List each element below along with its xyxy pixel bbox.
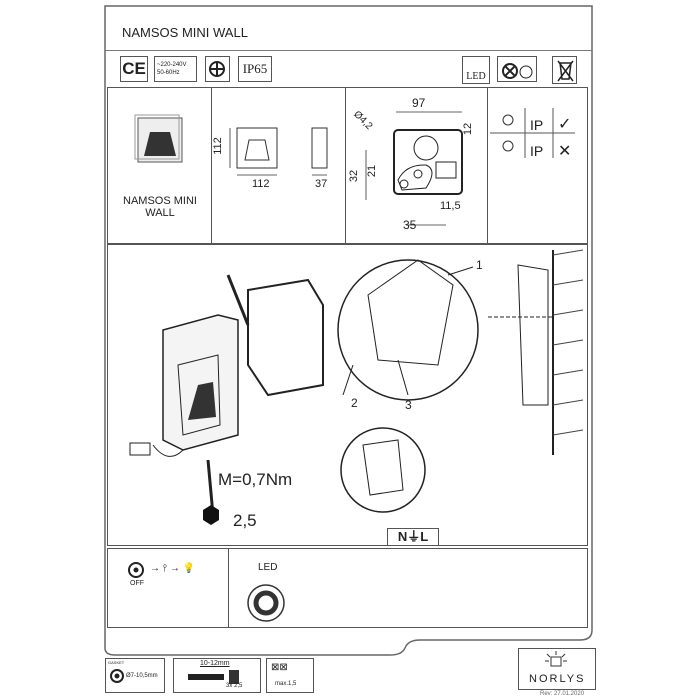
operation-section <box>107 548 588 628</box>
dim-depth: 37 <box>315 178 328 190</box>
mounting-plate-drawing <box>365 111 463 226</box>
switch-sequence-icons: → ⫯ → 💡 <box>150 563 196 574</box>
dim-width: 112 <box>252 178 270 190</box>
product-image <box>134 114 183 163</box>
dim-height: 112 <box>211 137 224 155</box>
terminal-spec: ⊠⊠ max.1,5 <box>266 658 314 693</box>
wire-strip-spec: 10-12mm 3x 2,5 <box>173 658 261 693</box>
revision-date: Rev: 27.01.2020 <box>540 691 585 697</box>
assembly-illustration <box>129 249 584 525</box>
hex-key-size: 2,5 <box>233 511 257 530</box>
terminal-label: N⏚L <box>387 528 439 546</box>
callout-3: 3 <box>405 398 412 412</box>
dim-21: 21 <box>366 164 379 178</box>
switch-off-icon <box>128 562 144 578</box>
ip-not-allowed-mark: ✕ <box>558 143 572 160</box>
ip-rating-badge: IP65 <box>238 56 272 82</box>
ip-allowed-label: IP <box>530 117 544 133</box>
dim-35: 35 <box>403 218 417 232</box>
dim-mount-width: 97 <box>412 96 426 110</box>
callout-1: 1 <box>476 258 483 272</box>
led-icon: LED <box>462 56 490 84</box>
ip-table-grid <box>490 108 575 158</box>
ip-allowed-mark: ✓ <box>558 116 572 133</box>
led-label: LED <box>258 562 278 573</box>
divider <box>105 50 592 51</box>
no-diy-icon <box>497 56 537 82</box>
off-label: OFF <box>130 580 144 587</box>
assembly-section <box>107 244 588 546</box>
dim-12: 12 <box>462 122 475 136</box>
dim-32: 32 <box>348 169 361 183</box>
callout-2: 2 <box>351 396 358 410</box>
page-title: NAMSOS MINI WALL <box>122 25 248 40</box>
torque-label: M=0,7Nm <box>218 470 293 489</box>
ce-mark: CE <box>120 56 148 82</box>
brand-logo: NORLYS <box>518 648 596 690</box>
info-row <box>107 87 588 244</box>
led-ring-icon <box>247 584 285 622</box>
ip-not-allowed-label: IP <box>530 143 544 159</box>
weee-bin-icon <box>552 56 577 84</box>
dimension-drawing <box>229 127 328 176</box>
dim-11-5: 11,5 <box>440 200 461 212</box>
class-protection-icon <box>205 56 230 82</box>
gasket-spec: GASKET Ø7-10,5mm <box>105 658 165 693</box>
